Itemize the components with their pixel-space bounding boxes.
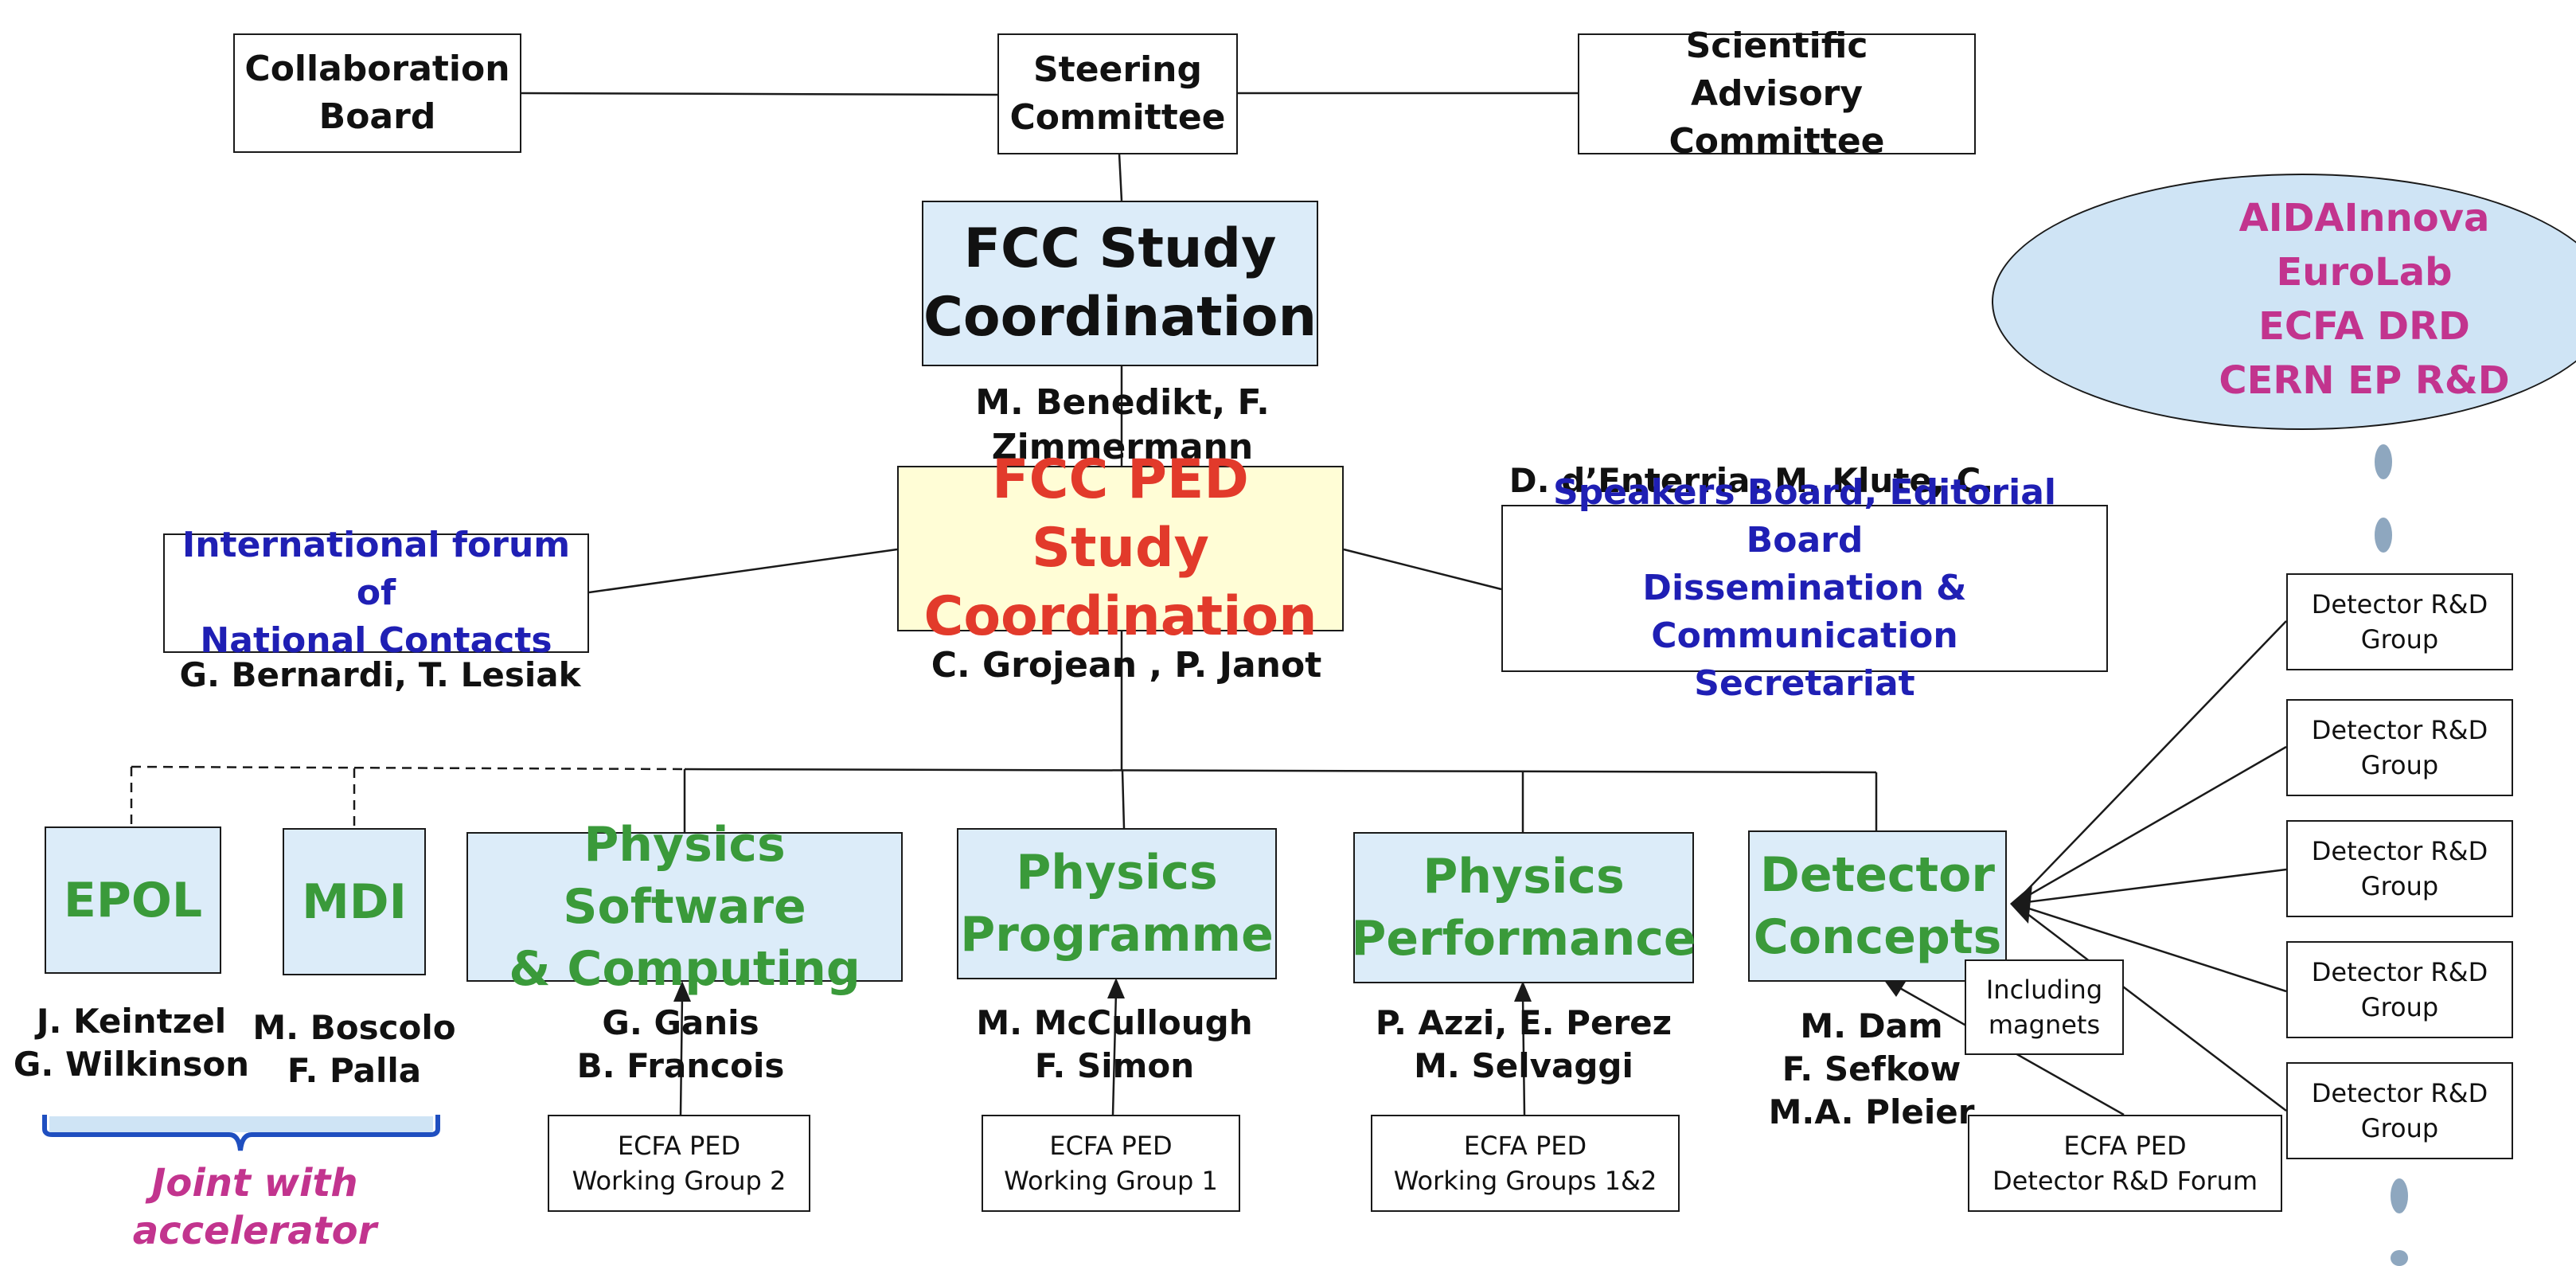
line-bus	[684, 768, 1877, 774]
national-contacts-forum: International forum of National Contacts	[163, 525, 589, 661]
group-epol-title: EPOL	[63, 872, 203, 928]
group-epol: EPOL	[45, 826, 221, 974]
group-detector-concepts-people: M. Dam F. Sefkow M.A. Pleier	[1768, 1006, 1975, 1131]
detector-rd-group: Detector R&D Group	[2286, 941, 2513, 1038]
joint-with-accelerator-label: Joint with accelerator	[132, 1161, 377, 1253]
ecfa-working-group-2-label: ECFA PED Working Group 2	[572, 1131, 786, 1196]
detector-rd-group-label: Detector R&D Group	[2311, 1078, 2488, 1143]
scientific-advisory-committee: Scientific Advisory Committee	[1578, 25, 1976, 162]
continuation-dot	[2375, 444, 2392, 479]
fcc-ped-study-coordination: FCC PED Study Coordination	[897, 448, 1344, 648]
line-rd-1	[2013, 620, 2287, 905]
arrowhead-ecfa-3	[1514, 981, 1532, 1002]
arrow-ecfa-3	[1521, 994, 1526, 1116]
continuation-dot	[2375, 518, 2392, 553]
arrow-ecfa-1	[679, 994, 684, 1116]
continuation-dot	[2391, 1250, 2408, 1266]
detector-rd-group: Detector R&D Group	[2286, 820, 2513, 917]
arrowhead-ecfa-4	[1883, 979, 1906, 997]
group-physics-programme-people: M. McCullough F. Simon	[976, 1003, 1253, 1085]
including-magnets-label: Including magnets	[1985, 975, 2103, 1040]
group-detector-concepts: Detector Concepts	[1748, 830, 2007, 982]
group-mdi: MDI	[283, 828, 426, 975]
collaboration-board: Collaboration Board	[233, 33, 521, 153]
line-rd-4	[2013, 902, 2287, 993]
ecfa-working-group-1: ECFA PED Working Group 1	[982, 1115, 1240, 1212]
line-board-steering	[521, 92, 998, 96]
fcc-study-coordination-title: FCC Study Coordination	[923, 217, 1317, 349]
continuation-dot	[2391, 1178, 2408, 1213]
group-physics-programme-title: Physics Programme	[960, 845, 1274, 963]
ecfa-working-groups-1-2-label: ECFA PED Working Groups 1&2	[1393, 1131, 1657, 1196]
group-mdi-title: MDI	[302, 873, 407, 930]
national-contacts-title: International forum of National Contacts	[181, 525, 571, 661]
ecfa-detector-rd-forum: ECFA PED Detector R&D Forum	[1968, 1115, 2282, 1212]
group-physics-software-title: Physics Software & Computing	[509, 817, 861, 997]
fcc-study-coordination: FCC Study Coordination	[922, 201, 1318, 366]
line-rd-2	[2013, 745, 2287, 905]
ecfa-working-group-1-label: ECFA PED Working Group 1	[1004, 1131, 1218, 1196]
detector-rd-group: Detector R&D Group	[2286, 1062, 2513, 1159]
detector-rd-group-label: Detector R&D Group	[2311, 715, 2488, 780]
detector-rd-group-label: Detector R&D Group	[2311, 589, 2488, 654]
arrow-ecfa-2	[1111, 991, 1118, 1116]
group-physics-performance: Physics Performance	[1351, 832, 1696, 983]
study-coordination-people: M. Benedikt, F. Zimmermann	[975, 382, 1270, 467]
speakers-editorial-board: Speakers Board, Editorial Board Dissemin…	[1501, 472, 2108, 704]
group-physics-programme: Physics Programme	[957, 828, 1277, 979]
line-drop-programme	[1121, 770, 1126, 829]
external-rd-ellipse-text: AIDAInnova EuroLab ECFA DRD CERN EP R&D	[2219, 196, 2510, 403]
detector-rd-group-label: Detector R&D Group	[2311, 957, 2488, 1022]
line-rd-3	[2013, 868, 2287, 905]
collaboration-board-label: Collaboration Board	[244, 49, 510, 137]
joint-brace	[42, 1115, 440, 1151]
detector-rd-group-label: Detector R&D Group	[2311, 836, 2488, 901]
group-physics-performance-title: Physics Performance	[1351, 849, 1696, 967]
steering-committee: Steering Committee	[997, 33, 1238, 154]
arrowhead-rd-hub	[2010, 885, 2032, 924]
speakers-board-title: Speakers Board, Editorial Board Dissemin…	[1553, 472, 2056, 704]
group-physics-software-people: G. Ganis B. Francois	[576, 1003, 785, 1085]
arrowhead-ecfa-2	[1107, 978, 1125, 998]
line-steering-study	[1118, 153, 1123, 201]
fcc-ped-coordination-title: FCC PED Study Coordination	[923, 448, 1317, 648]
ecfa-working-group-2: ECFA PED Working Group 2	[548, 1115, 810, 1212]
joint-brace-fill	[49, 1116, 433, 1132]
ecfa-working-groups-1-2: ECFA PED Working Groups 1&2	[1371, 1115, 1680, 1212]
dashed-bus	[131, 765, 685, 771]
group-mdi-people: M. Boscolo F. Palla	[252, 1008, 456, 1090]
detector-rd-group: Detector R&D Group	[2286, 573, 2513, 670]
group-detector-concepts-title: Detector Concepts	[1753, 847, 2002, 965]
including-magnets-box: Including magnets	[1965, 959, 2124, 1055]
ped-coordination-people: C. Grojean , P. Janot	[931, 645, 1322, 686]
steering-committee-label: Steering Committee	[1009, 49, 1226, 138]
arrowhead-ecfa-1	[673, 981, 691, 1002]
group-physics-performance-people: P. Azzi, E. Perez M. Selvaggi	[1375, 1003, 1672, 1085]
group-epol-people: J. Keintzel G. Wilkinson	[13, 1002, 250, 1084]
scientific-advisory-label: Scientific Advisory Committee	[1669, 25, 1885, 162]
national-contacts-people: G. Bernardi, T. Lesiak	[179, 655, 581, 694]
external-rd-ellipse	[1992, 174, 2576, 430]
detector-rd-group: Detector R&D Group	[2286, 699, 2513, 796]
line-ped-speakers	[1343, 548, 1502, 591]
ecfa-detector-rd-forum-label: ECFA PED Detector R&D Forum	[1992, 1131, 2258, 1196]
line-ped-national	[588, 548, 898, 594]
line-rd-5	[2013, 903, 2287, 1112]
group-physics-software: Physics Software & Computing	[466, 817, 903, 997]
